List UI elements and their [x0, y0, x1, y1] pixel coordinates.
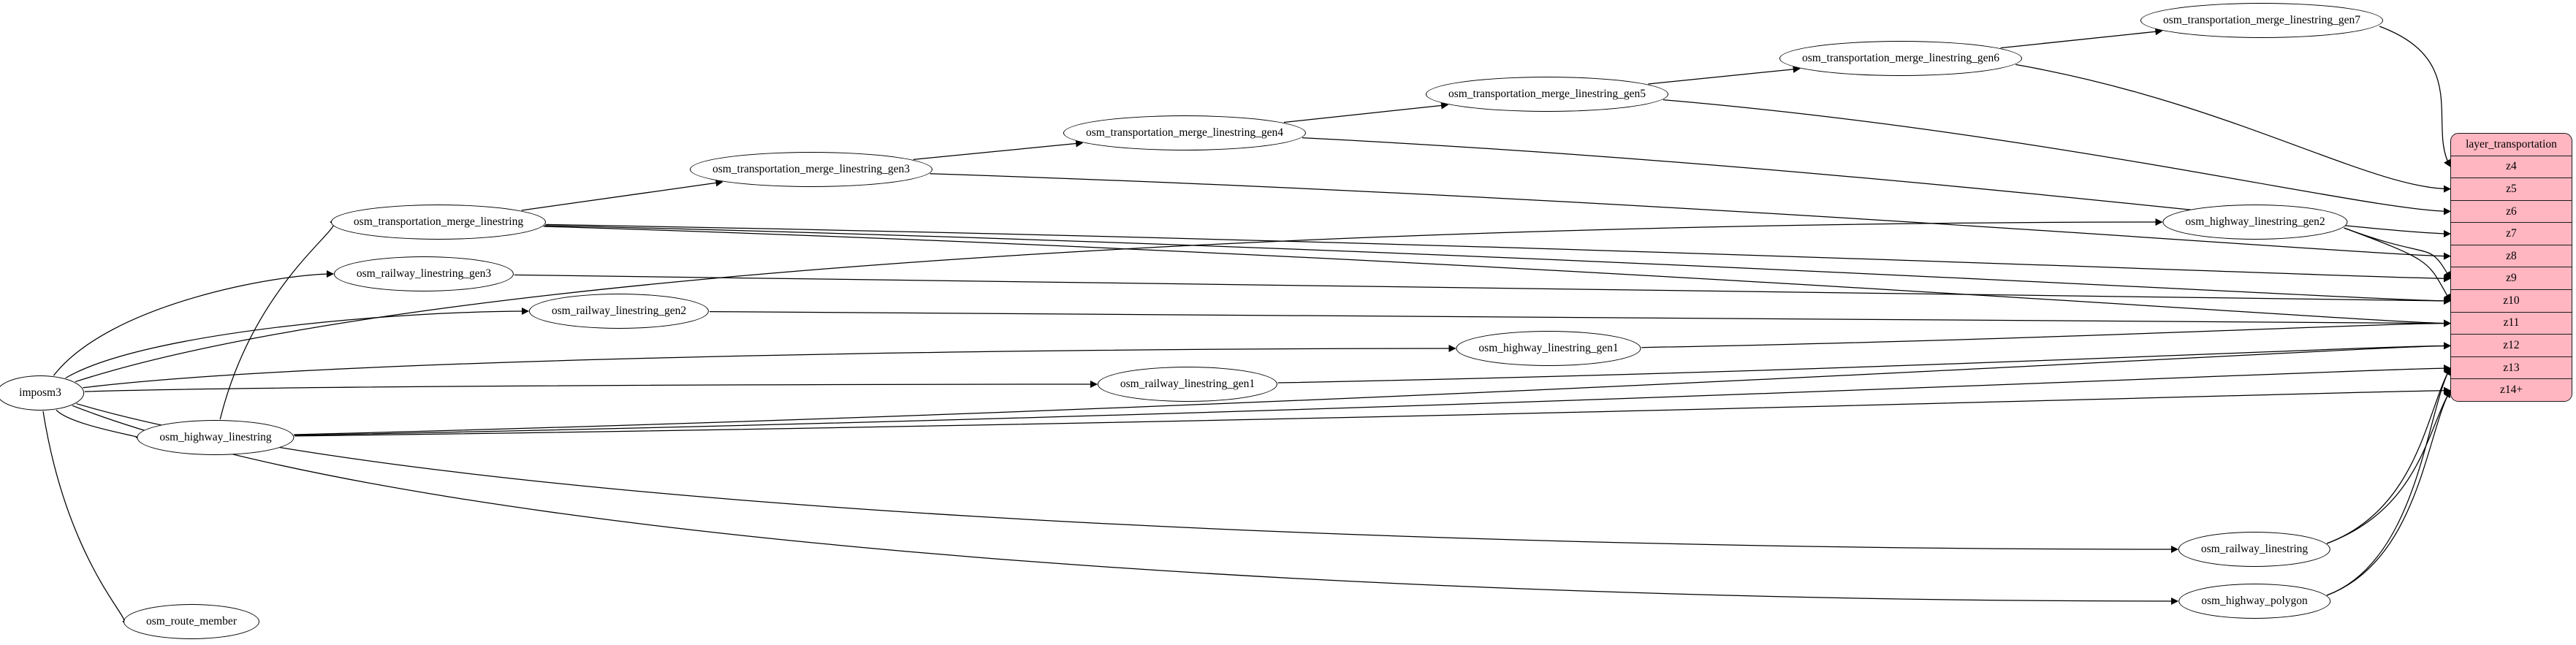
edge-imposm3-to-osm_highway_linestring_gen1 — [83, 345, 1456, 389]
edge-osm_transportation_merge_linestring_gen6-to-osm_transportation_merge_linestring_gen7 — [2000, 28, 2163, 49]
edge-osm_transportation_merge_linestring-to-osm_transportation_merge_linestring_gen3 — [521, 179, 723, 211]
record-row-z12: z12 — [2451, 334, 2572, 356]
table-node-osm_highway_linestring_gen1: osm_highway_linestring_gen1 — [1456, 331, 1641, 366]
edge-imposm3-to-osm_highway_linestring_gen2 — [75, 218, 2163, 383]
edge-osm_highway_linestring-to-layer_transportation-z14+ — [295, 386, 2451, 437]
record-title: layer_transportation — [2466, 137, 2557, 150]
edge-osm_highway_polygon-to-layer_transportation-z14+ — [2326, 389, 2451, 596]
edge-imposm3-to-osm_railway_linestring_gen1 — [84, 381, 1098, 392]
table-node-osm_railway_linestring_gen2: osm_railway_linestring_gen2 — [528, 294, 710, 329]
edge-imposm3-to-osm_highway_linestring — [56, 409, 143, 441]
record-row-z8: z8 — [2451, 244, 2572, 267]
record-row-z9: z9 — [2451, 267, 2572, 289]
edge-osm_highway_linestring_gen2-to-layer_transportation-z10 — [2344, 227, 2451, 302]
edge-group — [42, 26, 2451, 625]
table-node-osm_transportation_merge_linestring: osm_transportation_merge_linestring — [330, 205, 547, 240]
table-node-osm_transportation_merge_linestring_gen6: osm_transportation_merge_linestring_gen6 — [1779, 41, 2023, 76]
record-row-z10: z10 — [2451, 289, 2572, 312]
edge-osm_transportation_merge_linestring_gen3-to-layer_transportation-z8 — [930, 173, 2451, 260]
edge-osm_railway_linestring-to-layer_transportation-z14+ — [2326, 389, 2451, 544]
edge-osm_railway_linestring_gen2-to-layer_transportation-z11 — [709, 310, 2451, 327]
edge-osm_transportation_merge_linestring-to-layer_transportation-z9 — [545, 224, 2451, 283]
edge-imposm3-to-osm_route_member — [42, 411, 130, 625]
record-row-z5: z5 — [2451, 178, 2572, 200]
edge-osm_transportation_merge_linestring_gen4-to-osm_transportation_merge_linestring_gen5 — [1283, 102, 1449, 123]
edge-osm_transportation_merge_linestring_gen3-to-osm_transportation_merge_linestring_gen4 — [913, 140, 1084, 160]
table-node-osm_highway_polygon: osm_highway_polygon — [2178, 584, 2330, 619]
table-node-osm_highway_linestring_gen2: osm_highway_linestring_gen2 — [2162, 205, 2348, 240]
edge-osm_transportation_merge_linestring_gen4-to-layer_transportation-z7 — [1302, 137, 2451, 237]
edge-imposm3-to-osm_railway_linestring — [76, 402, 2178, 553]
edge-imposm3-to-osm_highway_polygon — [72, 405, 2178, 605]
record-row-z14plus: z14+ — [2451, 378, 2572, 401]
edge-osm_railway_linestring_gen1-to-layer_transportation-z12 — [1277, 342, 2451, 383]
edge-osm_transportation_merge_linestring-to-layer_transportation-z10 — [544, 225, 2451, 305]
edge-osm_transportation_merge_linestring_gen6-to-layer_transportation-z5 — [2015, 64, 2451, 193]
edge-osm_railway_linestring-to-layer_transportation-z13 — [2326, 367, 2451, 544]
table-node-osm_route_member: osm_route_member — [124, 604, 259, 639]
record-row-z4: z4 — [2451, 155, 2572, 178]
edge-osm_highway_linestring-to-osm_transportation_merge_linestring — [219, 218, 338, 420]
edge-osm_transportation_merge_linestring_gen7-to-layer_transportation-z4 — [2379, 26, 2451, 167]
edge-osm_transportation_merge_linestring-to-layer_transportation-z11 — [543, 226, 2451, 327]
record-row-z6: z6 — [2451, 199, 2572, 223]
table-node-osm_transportation_merge_linestring_gen7: osm_transportation_merge_linestring_gen7 — [2140, 3, 2384, 38]
edge-osm_highway_linestring_gen2-to-layer_transportation-z9 — [2344, 227, 2451, 280]
edge-imposm3-to-osm_railway_linestring_gen2 — [65, 308, 529, 379]
table-node-osm_highway_linestring: osm_highway_linestring — [137, 420, 295, 455]
record-row-z13: z13 — [2451, 356, 2572, 379]
edge-osm_highway_linestring-to-layer_transportation-z13 — [294, 365, 2451, 436]
edge-osm_highway_linestring_gen1-to-layer_transportation-z11 — [1641, 319, 2451, 348]
edge-imposm3-to-osm_railway_linestring_gen3 — [53, 270, 334, 376]
edge-osm_highway_polygon-to-layer_transportation-z13 — [2326, 367, 2451, 596]
record-row-z7: z7 — [2451, 222, 2572, 245]
table-node-osm_railway_linestring_gen1: osm_railway_linestring_gen1 — [1097, 367, 1278, 402]
edge-osm_transportation_merge_linestring_gen5-to-layer_transportation-z6 — [1663, 99, 2451, 215]
edge-osm_highway_linestring-to-layer_transportation-z12 — [294, 342, 2451, 435]
table-node-imposm3: imposm3 — [0, 375, 84, 411]
table-node-osm_transportation_merge_linestring_gen4: osm_transportation_merge_linestring_gen4 — [1063, 115, 1307, 150]
record-row-z11: z11 — [2451, 311, 2572, 335]
table-node-osm_transportation_merge_linestring_gen3: osm_transportation_merge_linestring_gen3 — [689, 152, 933, 187]
table-node-osm_railway_linestring_gen3: osm_railway_linestring_gen3 — [333, 256, 514, 291]
table-node-osm_transportation_merge_linestring_gen5: osm_transportation_merge_linestring_gen5 — [1425, 77, 1669, 112]
table-node-osm_railway_linestring: osm_railway_linestring — [2178, 532, 2331, 567]
edge-osm_transportation_merge_linestring_gen5-to-osm_transportation_merge_linestring_gen6 — [1648, 65, 1801, 85]
